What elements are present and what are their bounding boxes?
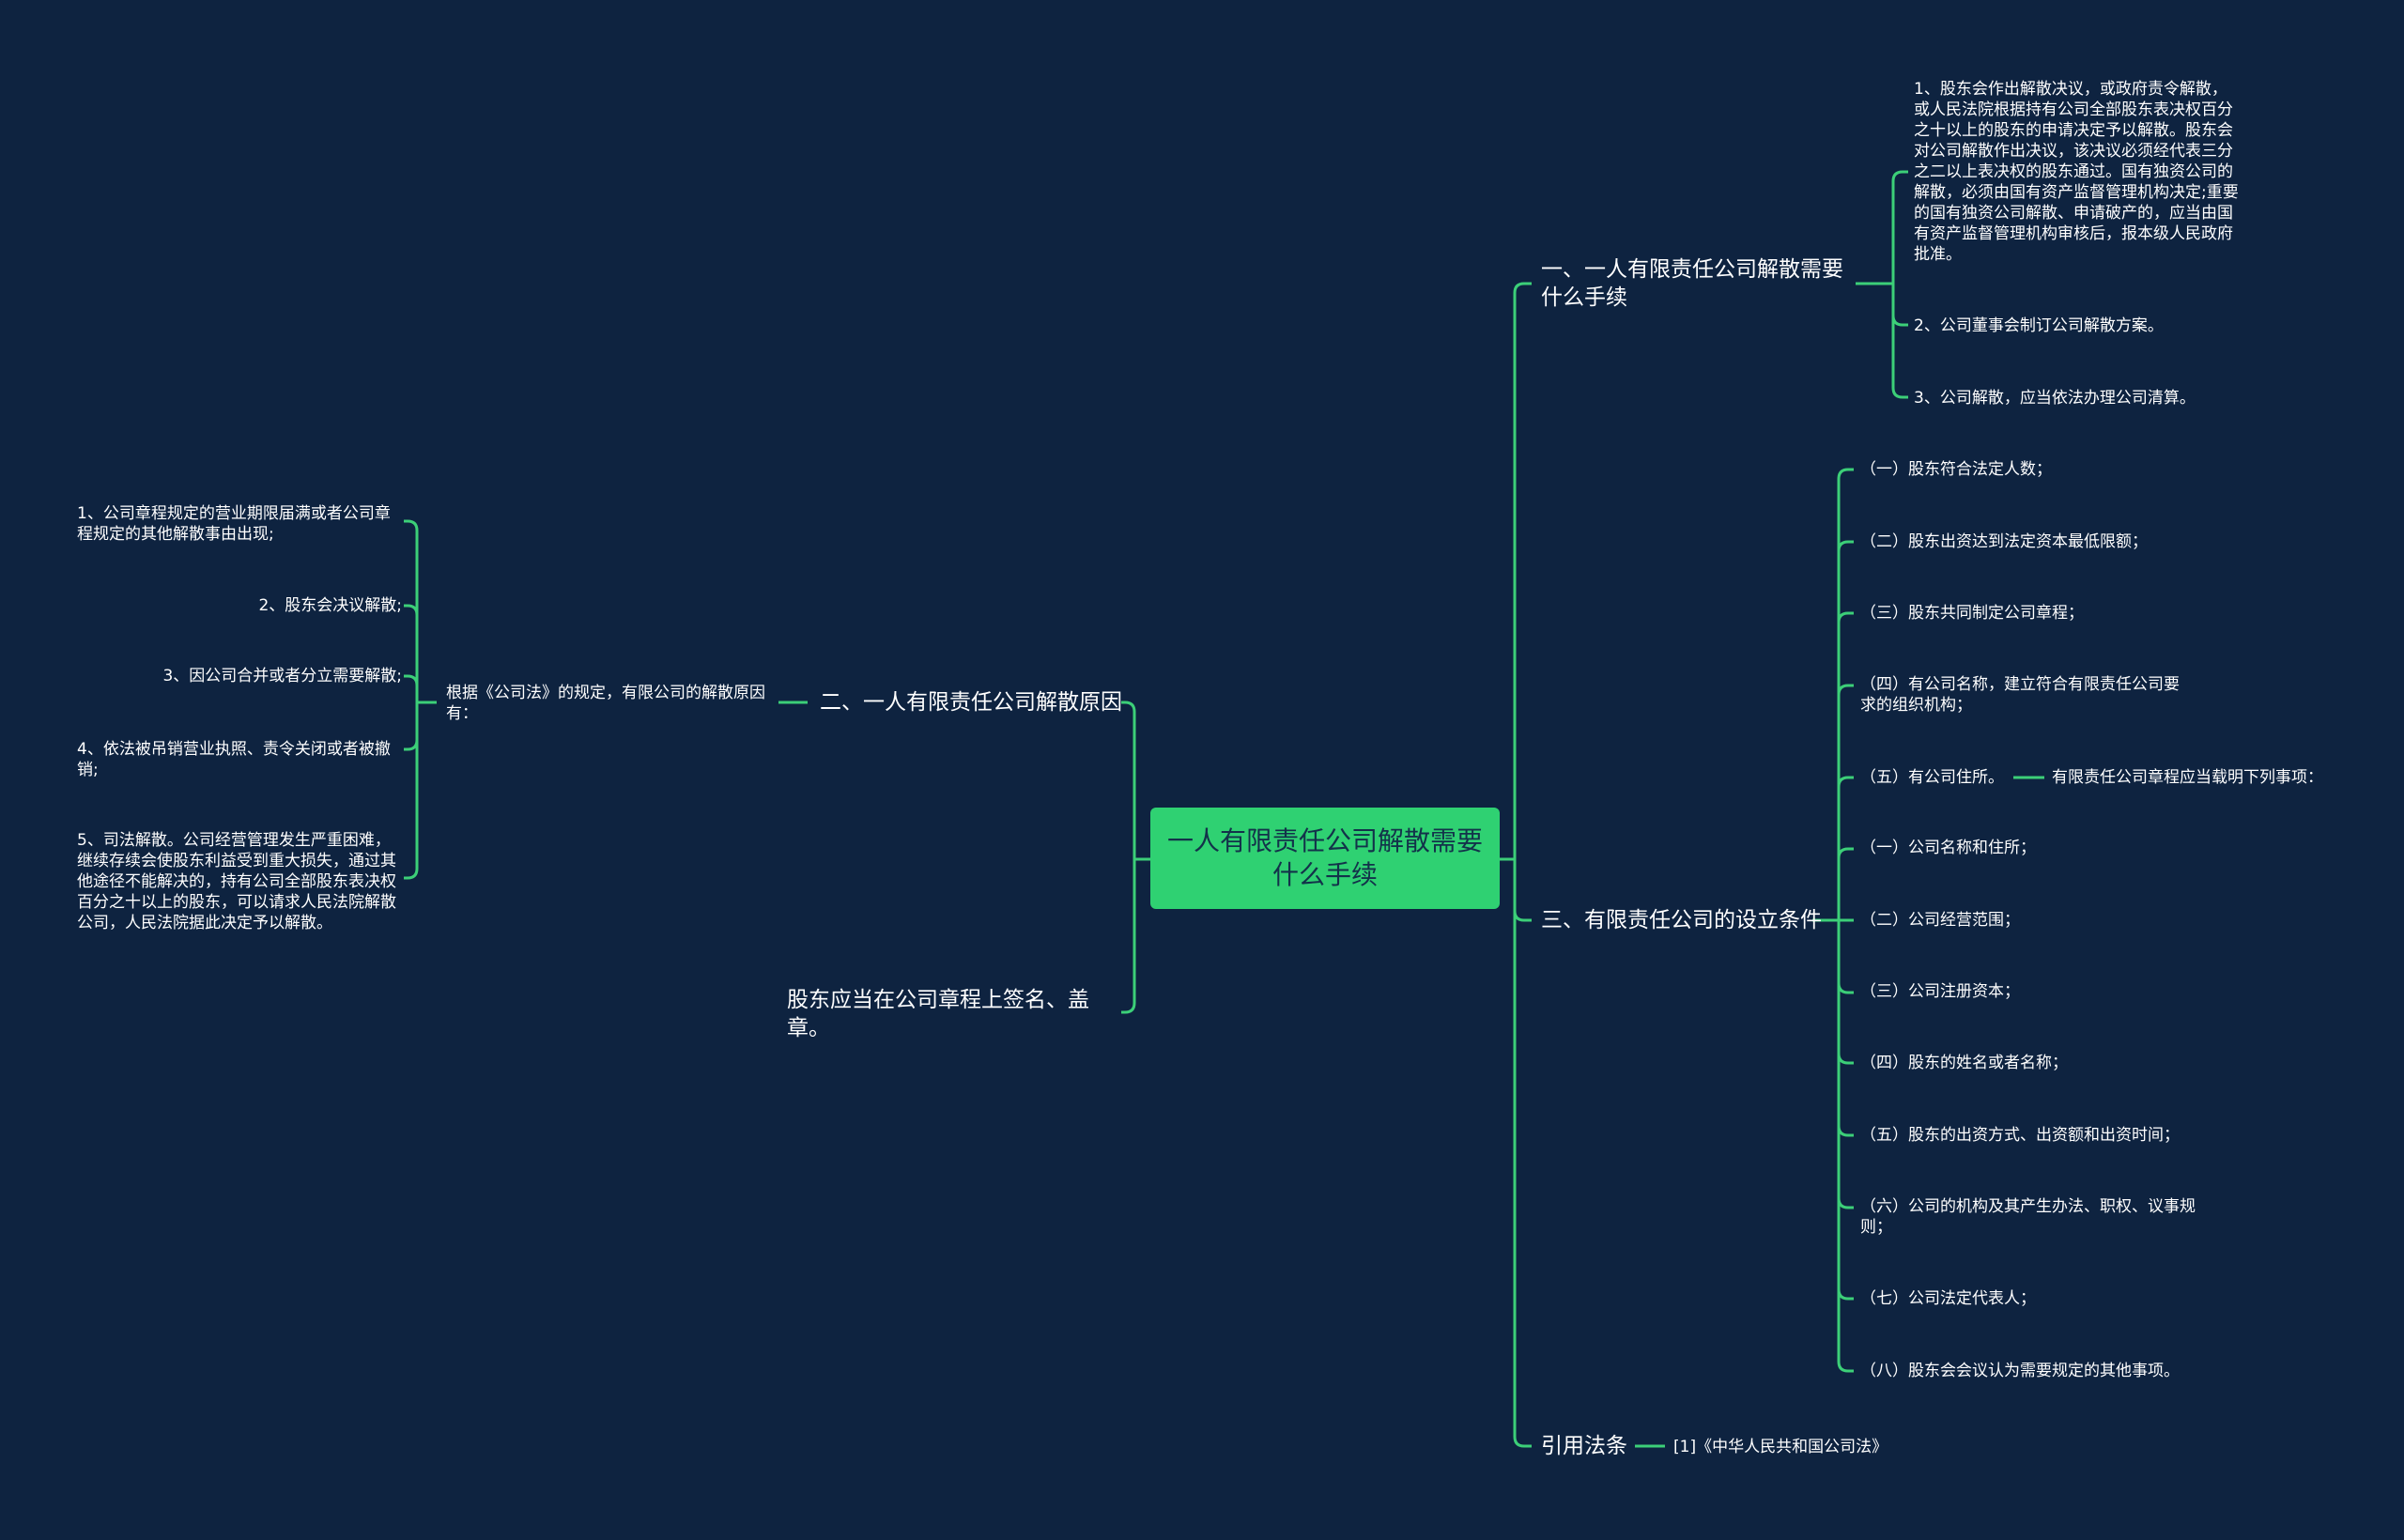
connector	[1891, 284, 1908, 327]
reason-item-1[interactable]: 1、公司章程规定的营业期限届满或者公司章程规定的其他解散事由出现;	[77, 504, 391, 544]
charter-requirements-note[interactable]: 有限责任公司章程应当载明下列事项：	[2052, 768, 2323, 787]
connector	[1121, 701, 1136, 859]
connector	[404, 674, 419, 702]
connector	[1891, 170, 1908, 284]
condition-item[interactable]: （七）公司法定代表人；	[1860, 1289, 2036, 1308]
condition-item[interactable]: （一）股东符合法定人数；	[1860, 460, 2052, 479]
condition-item[interactable]: （八）股东会会议认为需要规定的其他事项。	[1860, 1362, 2180, 1380]
condition-item[interactable]: （二）股东出资达到法定资本最低限额；	[1860, 532, 2148, 551]
central-topic[interactable]: 一人有限责任公司解散需要什么手续	[1150, 808, 1500, 909]
connector	[1837, 468, 1854, 920]
connector	[1121, 859, 1136, 1014]
reason-item-5[interactable]: 5、司法解散。公司经营管理发生严重困难，继续存续会使股东利益受到重大损失，通过其…	[77, 831, 396, 932]
central-topic-label: 一人有限责任公司解散需要什么手续	[1167, 825, 1484, 890]
branch-establishment-conditions[interactable]: 三、有限责任公司的设立条件	[1541, 908, 1822, 932]
connector	[1891, 284, 1908, 399]
connector	[404, 702, 419, 880]
connector	[1837, 920, 1854, 994]
procedure-item-1[interactable]: 1、股东会作出解散决议，或政府责令解散，或人民法院根据持有公司全部股东表决权百分…	[1914, 80, 2239, 264]
connector	[404, 519, 419, 702]
condition-item[interactable]: （五）有公司住所。	[1860, 768, 2004, 787]
connector	[1837, 540, 1854, 920]
procedure-item-2[interactable]: 2、公司董事会制订公司解散方案。	[1914, 316, 2164, 335]
connector	[1513, 859, 1532, 1448]
reason-item-4[interactable]: 4、依法被吊销营业执照、责令关闭或者被撤销;	[77, 740, 391, 779]
condition-item[interactable]: （四）有公司名称，建立符合有限责任公司要求的组织机构；	[1860, 675, 2180, 715]
citation-company-law[interactable]: [1]《中华人民共和国公司法》	[1673, 1438, 1888, 1456]
branch-dissolution-procedure[interactable]: 一、一人有限责任公司解散需要什么手续	[1541, 257, 1843, 310]
connector	[1837, 920, 1854, 1301]
condition-item[interactable]: （三）股东共同制定公司章程；	[1860, 604, 2084, 623]
branch-citation[interactable]: 引用法条	[1541, 1434, 1627, 1458]
connector	[404, 702, 419, 751]
condition-item[interactable]: （五）股东的出资方式、出资额和出资时间；	[1860, 1126, 2180, 1145]
connector	[1513, 859, 1532, 922]
signature-note[interactable]: 股东应当在公司章程上签名、盖章。	[787, 988, 1089, 1040]
connector	[1837, 776, 1854, 920]
procedure-item-3[interactable]: 3、公司解散，应当依法办理公司清算。	[1914, 389, 2196, 408]
condition-item[interactable]: （一）公司名称和住所；	[1860, 839, 2036, 857]
condition-item[interactable]: （六）公司的机构及其产生办法、职权、议事规则；	[1860, 1197, 2196, 1237]
condition-item[interactable]: （二）公司经营范围；	[1860, 911, 2020, 930]
branch-dissolution-reasons[interactable]: 二、一人有限责任公司解散原因	[820, 690, 1122, 715]
connector	[404, 604, 419, 702]
connector	[1837, 920, 1854, 1373]
condition-item[interactable]: （四）股东的姓名或者名称；	[1860, 1054, 2068, 1072]
connector	[1837, 847, 1854, 920]
reason-item-2[interactable]: 2、股东会决议解散;	[258, 596, 402, 615]
connector	[1837, 684, 1854, 920]
condition-item[interactable]: （三）公司注册资本；	[1860, 982, 2020, 1001]
reason-item-3[interactable]: 3、因公司合并或者分立需要解散;	[162, 667, 402, 685]
connector	[1837, 920, 1854, 1137]
connector	[1513, 282, 1532, 859]
reasons-intro[interactable]: 根据《公司法》的规定，有限公司的解散原因有：	[446, 684, 765, 723]
connector	[1837, 611, 1854, 920]
